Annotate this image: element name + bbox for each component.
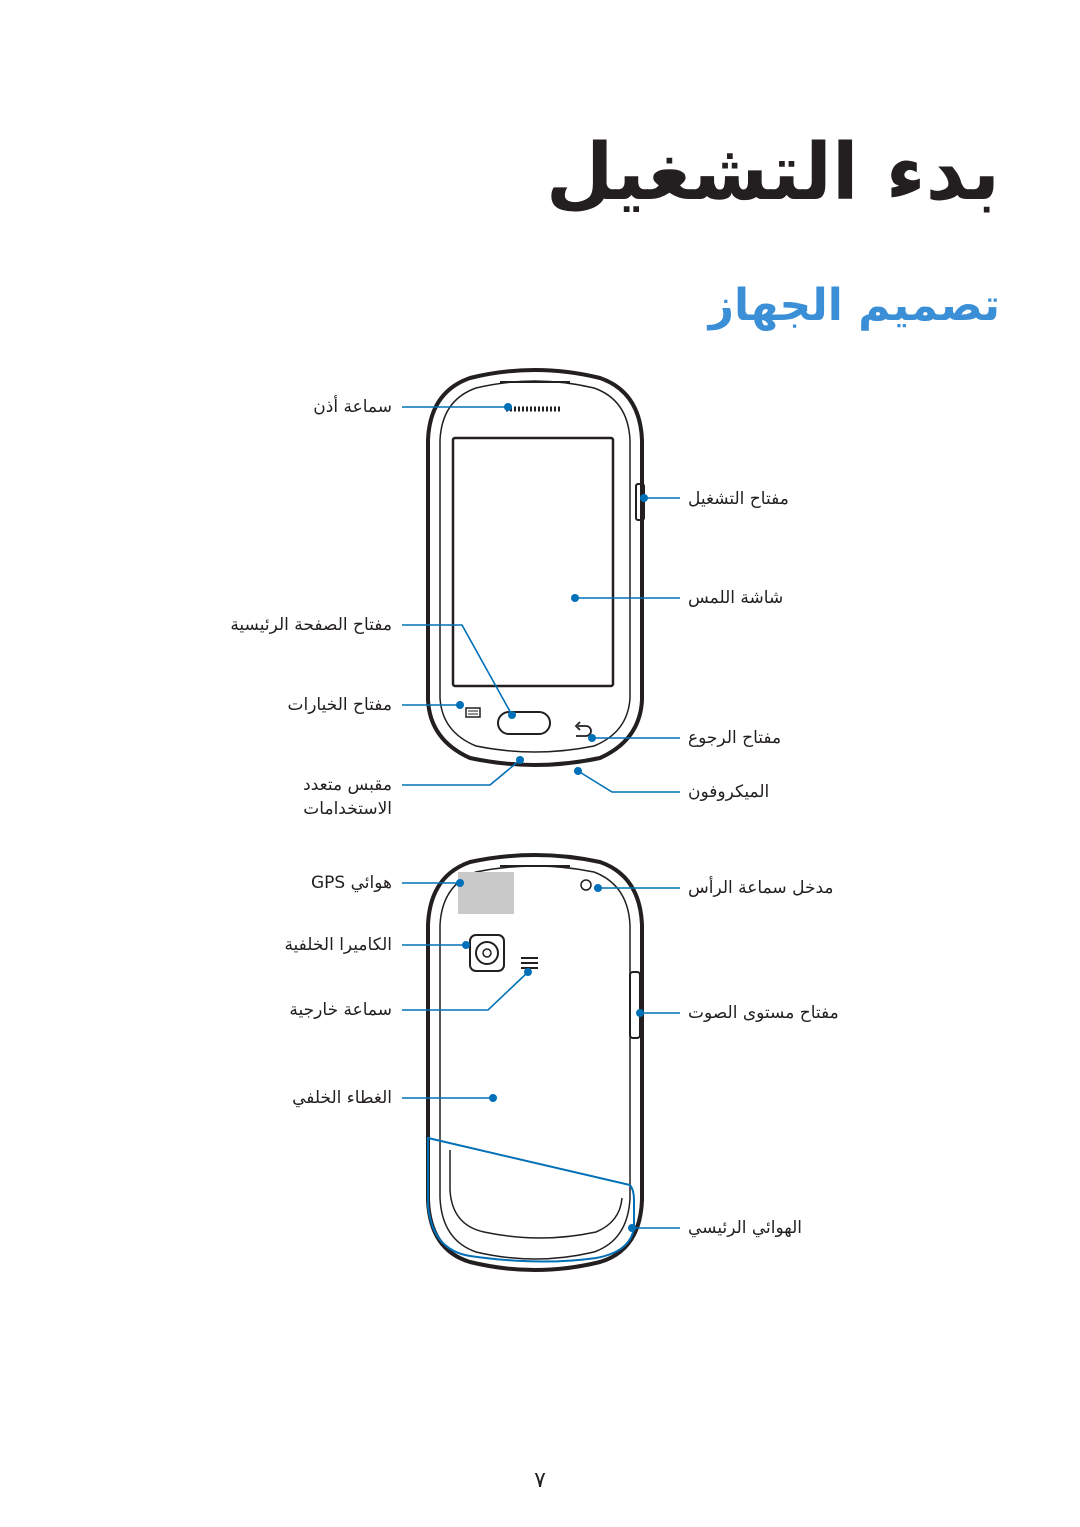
front-callout-dots xyxy=(456,403,648,775)
main-antenna-dot xyxy=(628,1224,636,1232)
gps-antenna-dot xyxy=(456,879,464,887)
label-headset-jack: مدخل سماعة الرأس xyxy=(688,878,834,898)
back-callout-dots xyxy=(456,879,644,1232)
microphone-dot xyxy=(574,767,582,775)
earpiece-dot xyxy=(504,403,512,411)
chapter-title: بدء التشغيل xyxy=(545,128,1000,218)
back-phone xyxy=(426,853,644,1272)
label-microphone: الميكروفون xyxy=(688,782,770,802)
power-key-dot xyxy=(640,494,648,502)
options-key-dot xyxy=(456,701,464,709)
back-cover-dot xyxy=(489,1094,497,1102)
label-speaker: سماعة خارجية xyxy=(289,1000,392,1020)
multipurpose-jack-dot xyxy=(516,756,524,764)
label-rear-camera: الكاميرا الخلفية xyxy=(284,935,392,955)
touch-screen-dot xyxy=(571,594,579,602)
front-callouts xyxy=(402,406,680,793)
section-title: تصميم الجهاز xyxy=(708,280,1000,331)
label-gps-antenna: هوائي GPS xyxy=(311,873,392,893)
label-back-key: مفتاح الرجوع xyxy=(688,728,782,748)
back-callouts xyxy=(402,882,680,1229)
label-home-key: مفتاح الصفحة الرئيسية xyxy=(230,615,392,635)
label-main-antenna: الهوائي الرئيسي xyxy=(688,1218,803,1238)
back-key-dot xyxy=(588,734,596,742)
label-touch-screen: شاشة اللمس xyxy=(688,588,784,608)
headset-jack-dot xyxy=(594,884,602,892)
label-options-key: مفتاح الخيارات xyxy=(287,695,392,715)
label-multipurpose-jack-line1: مقبس متعدد xyxy=(303,775,392,795)
page-number: ٧ xyxy=(534,1468,546,1493)
speaker-dot xyxy=(524,968,532,976)
rear-camera-dot xyxy=(462,941,470,949)
main-antenna-highlight xyxy=(427,1136,635,1263)
label-multipurpose-jack-line2: الاستخدامات xyxy=(303,799,392,819)
home-key-dot xyxy=(508,711,516,719)
front-phone xyxy=(426,368,645,767)
label-power-key: مفتاح التشغيل xyxy=(688,489,789,509)
label-earpiece: سماعة أذن xyxy=(313,397,392,417)
volume-key-dot xyxy=(636,1009,644,1017)
label-volume-key: مفتاح مستوى الصوت xyxy=(688,1003,839,1023)
label-back-cover: الغطاء الخلفي xyxy=(292,1088,392,1108)
